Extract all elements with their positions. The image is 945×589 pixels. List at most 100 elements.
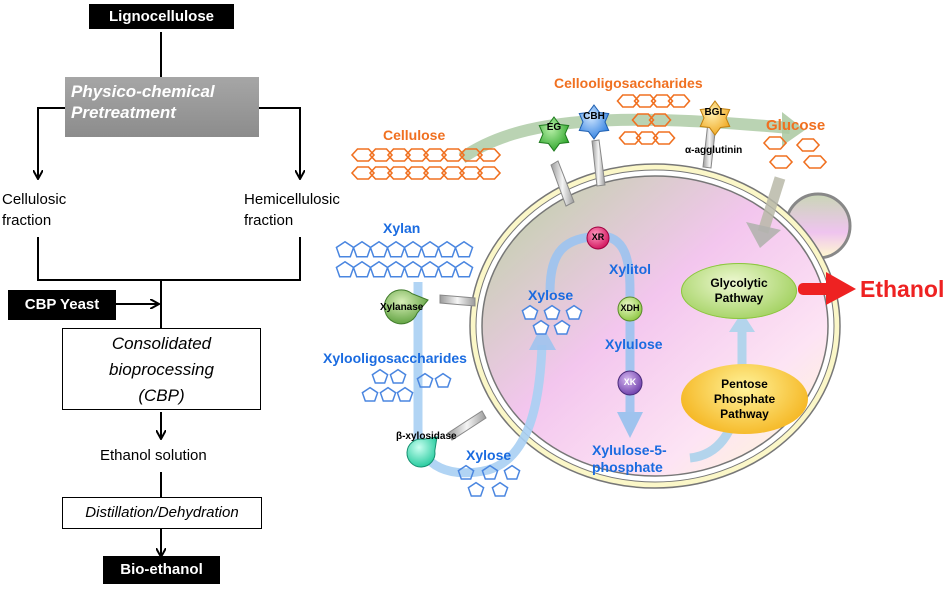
- xylan-xylose-unit: [386, 240, 406, 258]
- xdh-enzyme: XDH: [620, 303, 640, 313]
- xylose-outside-label: Xylose: [466, 447, 512, 463]
- xylan-xylose-unit: [386, 260, 406, 278]
- xylan-xylose-unit: [454, 240, 474, 258]
- glucose-molecule: [768, 155, 794, 169]
- cellulose-glucose-unit: [440, 166, 466, 180]
- xylose-inside-molecule: [532, 319, 550, 335]
- cellulose-glucose-unit: [404, 166, 430, 180]
- ethanol-solution-label: Ethanol solution: [100, 447, 207, 464]
- xylose-outside-molecule: [457, 464, 475, 480]
- cellulose-flow-arrowhead: [782, 112, 805, 146]
- cellulose-glucose-unit: [368, 166, 394, 180]
- xylose-inside-molecule: [543, 304, 561, 320]
- xylan-xylose-unit: [420, 260, 440, 278]
- cellulose-glucose-unit: [476, 166, 502, 180]
- xylan-xylose-unit: [420, 240, 440, 258]
- cellooligosaccharide-unit: [650, 94, 674, 108]
- pentose-phosphate-pathway: Pentose Phosphate Pathway: [681, 364, 808, 434]
- xylan-xylose-unit: [403, 240, 423, 258]
- xylooligosaccharide-unit: [434, 372, 452, 388]
- cbp-yeast-box: CBP Yeast: [8, 290, 116, 320]
- cellulose-glucose-unit: [476, 148, 502, 162]
- cellulose-glucose-unit: [440, 148, 466, 162]
- cellooligosaccharide-unit: [667, 94, 691, 108]
- xylan-xylose-unit: [454, 260, 474, 278]
- glucose-molecule: [802, 155, 828, 169]
- xylan-xylose-unit: [369, 240, 389, 258]
- xylulose-5-phosphate-label: Xylulose-5- phosphate: [592, 442, 667, 475]
- sugar-molecules: [335, 94, 828, 497]
- hemicellulosic-fraction-label: Hemicellulosic fraction: [244, 191, 340, 229]
- xylanase-enzyme: Xylanase: [380, 302, 424, 313]
- cellooligosaccharide-unit: [631, 113, 655, 127]
- xylose-outside-molecule: [467, 481, 485, 497]
- cellulosic-fraction-label: Cellulosic fraction: [2, 191, 67, 229]
- xylan-xylose-unit: [335, 260, 355, 278]
- cellooligosaccharide-unit: [635, 131, 659, 145]
- xylose-inside-molecule: [521, 304, 539, 320]
- xk-enzyme: XK: [623, 377, 637, 387]
- xylan-xylose-unit: [335, 240, 355, 258]
- glucose-label: Glucose: [766, 117, 826, 134]
- xylan-xylose-unit: [369, 260, 389, 278]
- cellulose-glucose-unit: [368, 148, 394, 162]
- cellooligosaccharide-unit: [633, 94, 657, 108]
- distillation-box: Distillation/Dehydration: [62, 497, 262, 529]
- xylooligosaccharide-unit: [396, 386, 414, 402]
- xylose-inside-molecule: [565, 304, 583, 320]
- beta-xylosidase-enzyme: β-xylosidase: [396, 431, 457, 442]
- xylan-xylose-unit: [437, 240, 457, 258]
- glucose-uptake-arrow: [757, 176, 786, 234]
- glucose-molecule: [762, 136, 788, 150]
- alpha-agglutinin-label: α-agglutinin: [685, 145, 743, 156]
- ethanol-label: Ethanol: [860, 276, 945, 302]
- cellulose-glucose-unit: [458, 166, 484, 180]
- xylose-outside-molecule: [491, 481, 509, 497]
- glucose-molecule: [795, 138, 821, 152]
- cbh-enzyme: CBH: [583, 111, 605, 122]
- xylooligosaccharide-unit: [389, 368, 407, 384]
- xylan-xylose-unit: [352, 260, 372, 278]
- xylitol-label: Xylitol: [609, 261, 652, 277]
- cellulose-glucose-unit: [386, 166, 412, 180]
- glycolytic-pathway: Glycolytic Pathway: [681, 263, 797, 319]
- xylan-xylose-unit: [352, 240, 372, 258]
- cellulose-glucose-unit: [350, 166, 376, 180]
- cbp-box: Consolidated bioprocessing (CBP): [62, 328, 261, 410]
- eg-enzyme: EG: [546, 122, 562, 133]
- xr-enzyme: XR: [591, 232, 605, 242]
- xylooligosaccharide-unit: [379, 386, 397, 402]
- xylulose-label: Xylulose: [605, 336, 663, 352]
- cellulose-glucose-unit: [404, 148, 430, 162]
- xylan-xylose-unit: [437, 260, 457, 278]
- cellooligosaccharide-unit: [618, 131, 642, 145]
- xylose-inside-molecule: [553, 319, 571, 335]
- xylooligosaccharide-unit: [371, 368, 389, 384]
- cellooligosaccharides-label: Cellooligosaccharides: [554, 75, 703, 91]
- bgl-enzyme: BGL: [704, 107, 726, 118]
- cellulose-glucose-unit: [350, 148, 376, 162]
- xylooligosaccharide-unit: [361, 386, 379, 402]
- xylan-xylose-unit: [403, 260, 423, 278]
- xylooligosaccharides-label: Xylooligosaccharides: [323, 350, 467, 366]
- xylooligosaccharide-unit: [416, 372, 434, 388]
- xylose-outside-molecule: [503, 464, 521, 480]
- cellooligosaccharide-unit: [648, 113, 672, 127]
- cellulose-label: Cellulose: [383, 127, 446, 143]
- xylose-outside-molecule: [481, 464, 499, 480]
- cellulose-glucose-unit: [422, 166, 448, 180]
- cellooligosaccharide-unit: [652, 131, 676, 145]
- xylan-label: Xylan: [383, 220, 421, 236]
- pretreatment-line1: Physico-chemical: [71, 82, 215, 101]
- pretreatment-box: Physico-chemical Pretreatment: [65, 77, 259, 137]
- cellooligosaccharide-unit: [616, 94, 640, 108]
- bioethanol-box: Bio-ethanol: [103, 556, 220, 584]
- cellulose-glucose-unit: [458, 148, 484, 162]
- pretreatment-line2: Pretreatment: [71, 103, 176, 122]
- ethanol-arrow-head: [826, 272, 856, 305]
- lignocellulose-box: Lignocellulose: [89, 4, 234, 29]
- cellulose-glucose-unit: [422, 148, 448, 162]
- xylose-inside-label: Xylose: [528, 287, 574, 303]
- cellulose-glucose-unit: [386, 148, 412, 162]
- flowchart-connectors: [38, 32, 300, 556]
